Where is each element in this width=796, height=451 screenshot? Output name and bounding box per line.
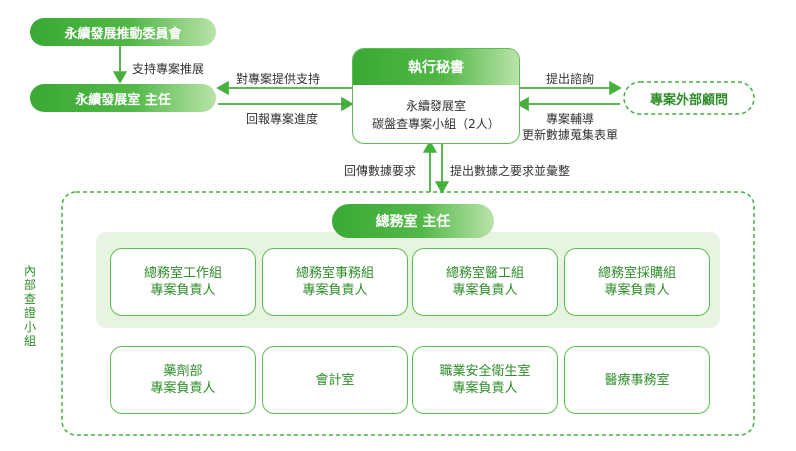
unit-box-procurement: 總務室採購組專案負責人 [564,248,710,316]
internal-group-label: 內 部 查 證 小 組 [23,264,36,348]
unit-box-pharmacy: 藥劑部專案負責人 [110,346,256,414]
secretary-title: 執行秘書 [353,49,519,85]
unit-box-medical-affairs: 醫療事務室 [564,346,710,414]
unit-box-accounting: 會計室 [262,346,408,414]
general-director-node: 總務室 主任 [332,204,494,238]
internal-group-outline [61,191,755,436]
report-label: 回報專案進度 [246,112,319,126]
unit-box-affairs: 總務室事務組專案負責人 [262,248,408,316]
secretary-node: 執行秘書 永續發展室 碳盤查專案小組（2人） [352,48,520,144]
request-label: 提出數據之要求並彙整 [450,164,571,178]
consultant-outline [623,81,755,115]
unit-box-works: 總務室工作組專案負責人 [110,248,256,316]
to-secretary-label: 對專案提供支持 [236,72,321,86]
secretary-line2: 碳盤查專案小組（2人） [372,117,500,131]
consultant-reply-line1: 專案輔導 [546,112,595,126]
return-label: 回傳數據要求 [344,164,417,178]
consultant-node: 專案外部顧問 [649,92,728,108]
secretary-line1: 永續發展室 [405,99,466,113]
committee-node: 永續發展推動委員會 [30,18,216,46]
support-label: 支持專案推展 [132,62,205,76]
consultant-reply-line2: 更新數據蒐集表單 [522,128,619,142]
director-node: 永續發展室 主任 [30,84,216,112]
consult-label: 提出諮詢 [546,72,595,86]
unit-box-medical-eng: 總務室醫工組專案負責人 [412,248,558,316]
unit-box-safety: 職業安全衛生室專案負責人 [412,346,558,414]
